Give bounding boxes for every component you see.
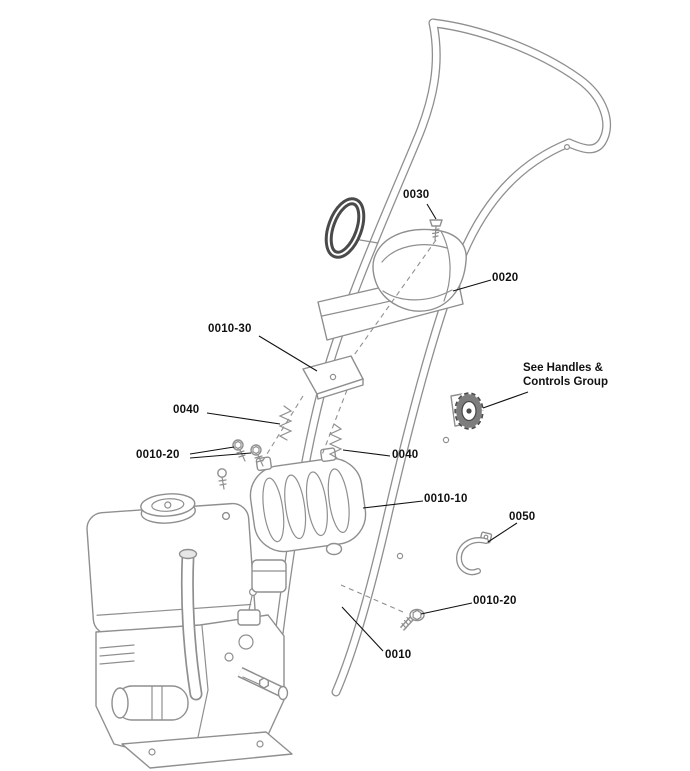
- muffler-outlet: [325, 542, 343, 556]
- leader-line: [189, 452, 252, 459]
- leader-line: [341, 606, 384, 652]
- spring-left: [278, 405, 293, 441]
- leader-line: [206, 412, 281, 425]
- flange-bolt-pair: [232, 439, 264, 467]
- carburetor: [251, 559, 287, 593]
- engine-base: [121, 731, 293, 769]
- frame-hole: [442, 436, 450, 444]
- handle-grip-loop: [324, 197, 379, 259]
- assembly-centerlines: [261, 239, 437, 613]
- handle-frame: [264, 18, 611, 702]
- leader-line: [258, 335, 318, 372]
- leader-line: [342, 449, 391, 457]
- muffler-guard: [249, 447, 367, 556]
- spring-right: [328, 423, 343, 459]
- guard-mount-tab: [320, 447, 337, 462]
- engine-bolt: [399, 608, 425, 631]
- leader-line: [420, 602, 473, 615]
- engine: [86, 493, 293, 769]
- mounting-plate: [302, 355, 364, 400]
- shield-screw: [429, 219, 443, 241]
- leader-line: [426, 203, 437, 220]
- leader-line: [189, 446, 235, 455]
- fuel-cap: [140, 493, 196, 524]
- leader-lines: [189, 203, 529, 652]
- grip-clamp-hole: [563, 144, 570, 151]
- leader-line: [452, 279, 492, 292]
- heat-shield: [372, 228, 467, 312]
- height-adjust-wheel: [450, 391, 485, 431]
- leader-line: [362, 500, 424, 509]
- see-handles-controls-note: See Handles & Controls Group: [523, 362, 608, 389]
- leader-line: [482, 391, 529, 409]
- hook: [455, 531, 493, 576]
- frame-hole: [396, 552, 404, 560]
- crankshaft-nut: [259, 677, 269, 689]
- leader-line: [487, 522, 518, 543]
- tank-vent: [221, 511, 231, 521]
- tank-screw: [217, 468, 227, 490]
- throttle-bracket: [237, 609, 261, 626]
